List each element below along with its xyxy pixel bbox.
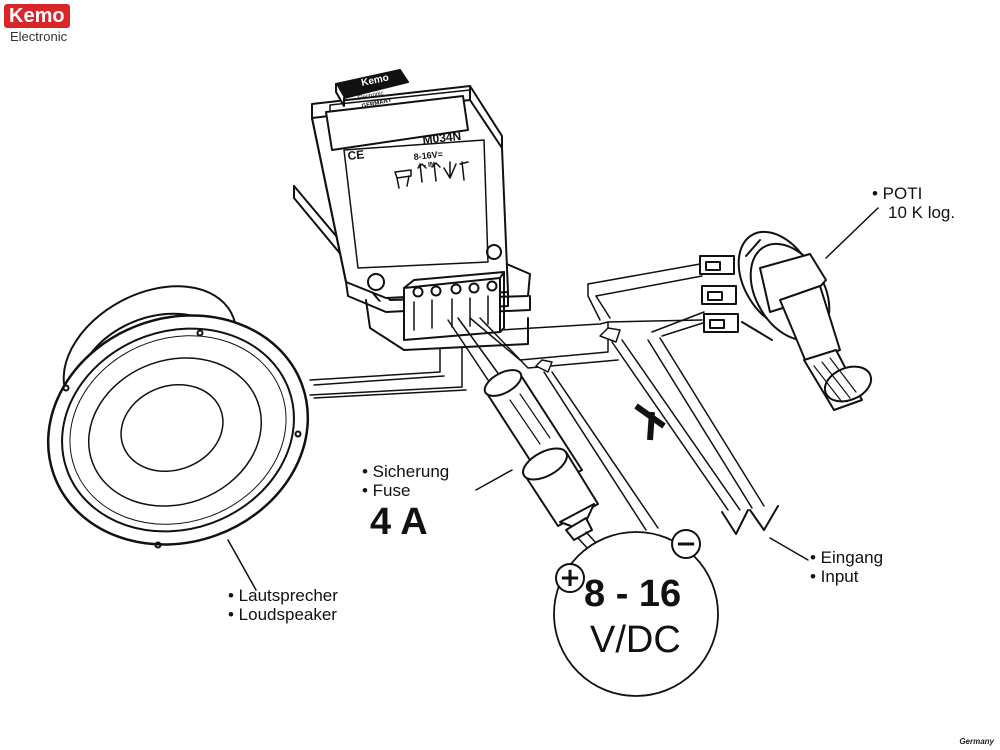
- speaker-label-de: • Lautsprecher: [228, 586, 338, 605]
- fuse-value: 4 A: [370, 501, 428, 543]
- input-label-de: • Eingang: [810, 548, 884, 567]
- ce-mark: CE: [347, 147, 365, 163]
- module-supply: 8-16V=: [413, 149, 443, 162]
- speaker-label-en: • Loudspeaker: [228, 605, 337, 624]
- kemo-logo: Kemo Electronic: [4, 4, 70, 44]
- module-logo-sub1: Electronic: [357, 91, 384, 102]
- fuse-label-de: • Sicherung: [362, 462, 450, 481]
- module-pins: + - IN: [417, 161, 435, 170]
- minus-sign: −: [675, 529, 697, 559]
- potentiometer: [699, 230, 873, 411]
- brand-sub: Electronic: [10, 29, 68, 44]
- input-label-en: • Input: [810, 567, 859, 586]
- plus-sign: +: [559, 563, 581, 593]
- amplifier-module: [293, 69, 531, 351]
- germany-badge: Germany: [959, 737, 994, 746]
- voltage-range: 8 - 16: [584, 573, 682, 615]
- fuse-label-en: • Fuse: [362, 481, 411, 500]
- loudspeaker: [46, 285, 310, 549]
- poti-label-1: • POTI: [872, 184, 923, 203]
- brand-name: Kemo: [4, 4, 70, 28]
- module-model: M034N: [422, 129, 462, 147]
- voltage-unit: V/DC: [590, 619, 681, 661]
- poti-label-2: 10 K log.: [888, 203, 956, 222]
